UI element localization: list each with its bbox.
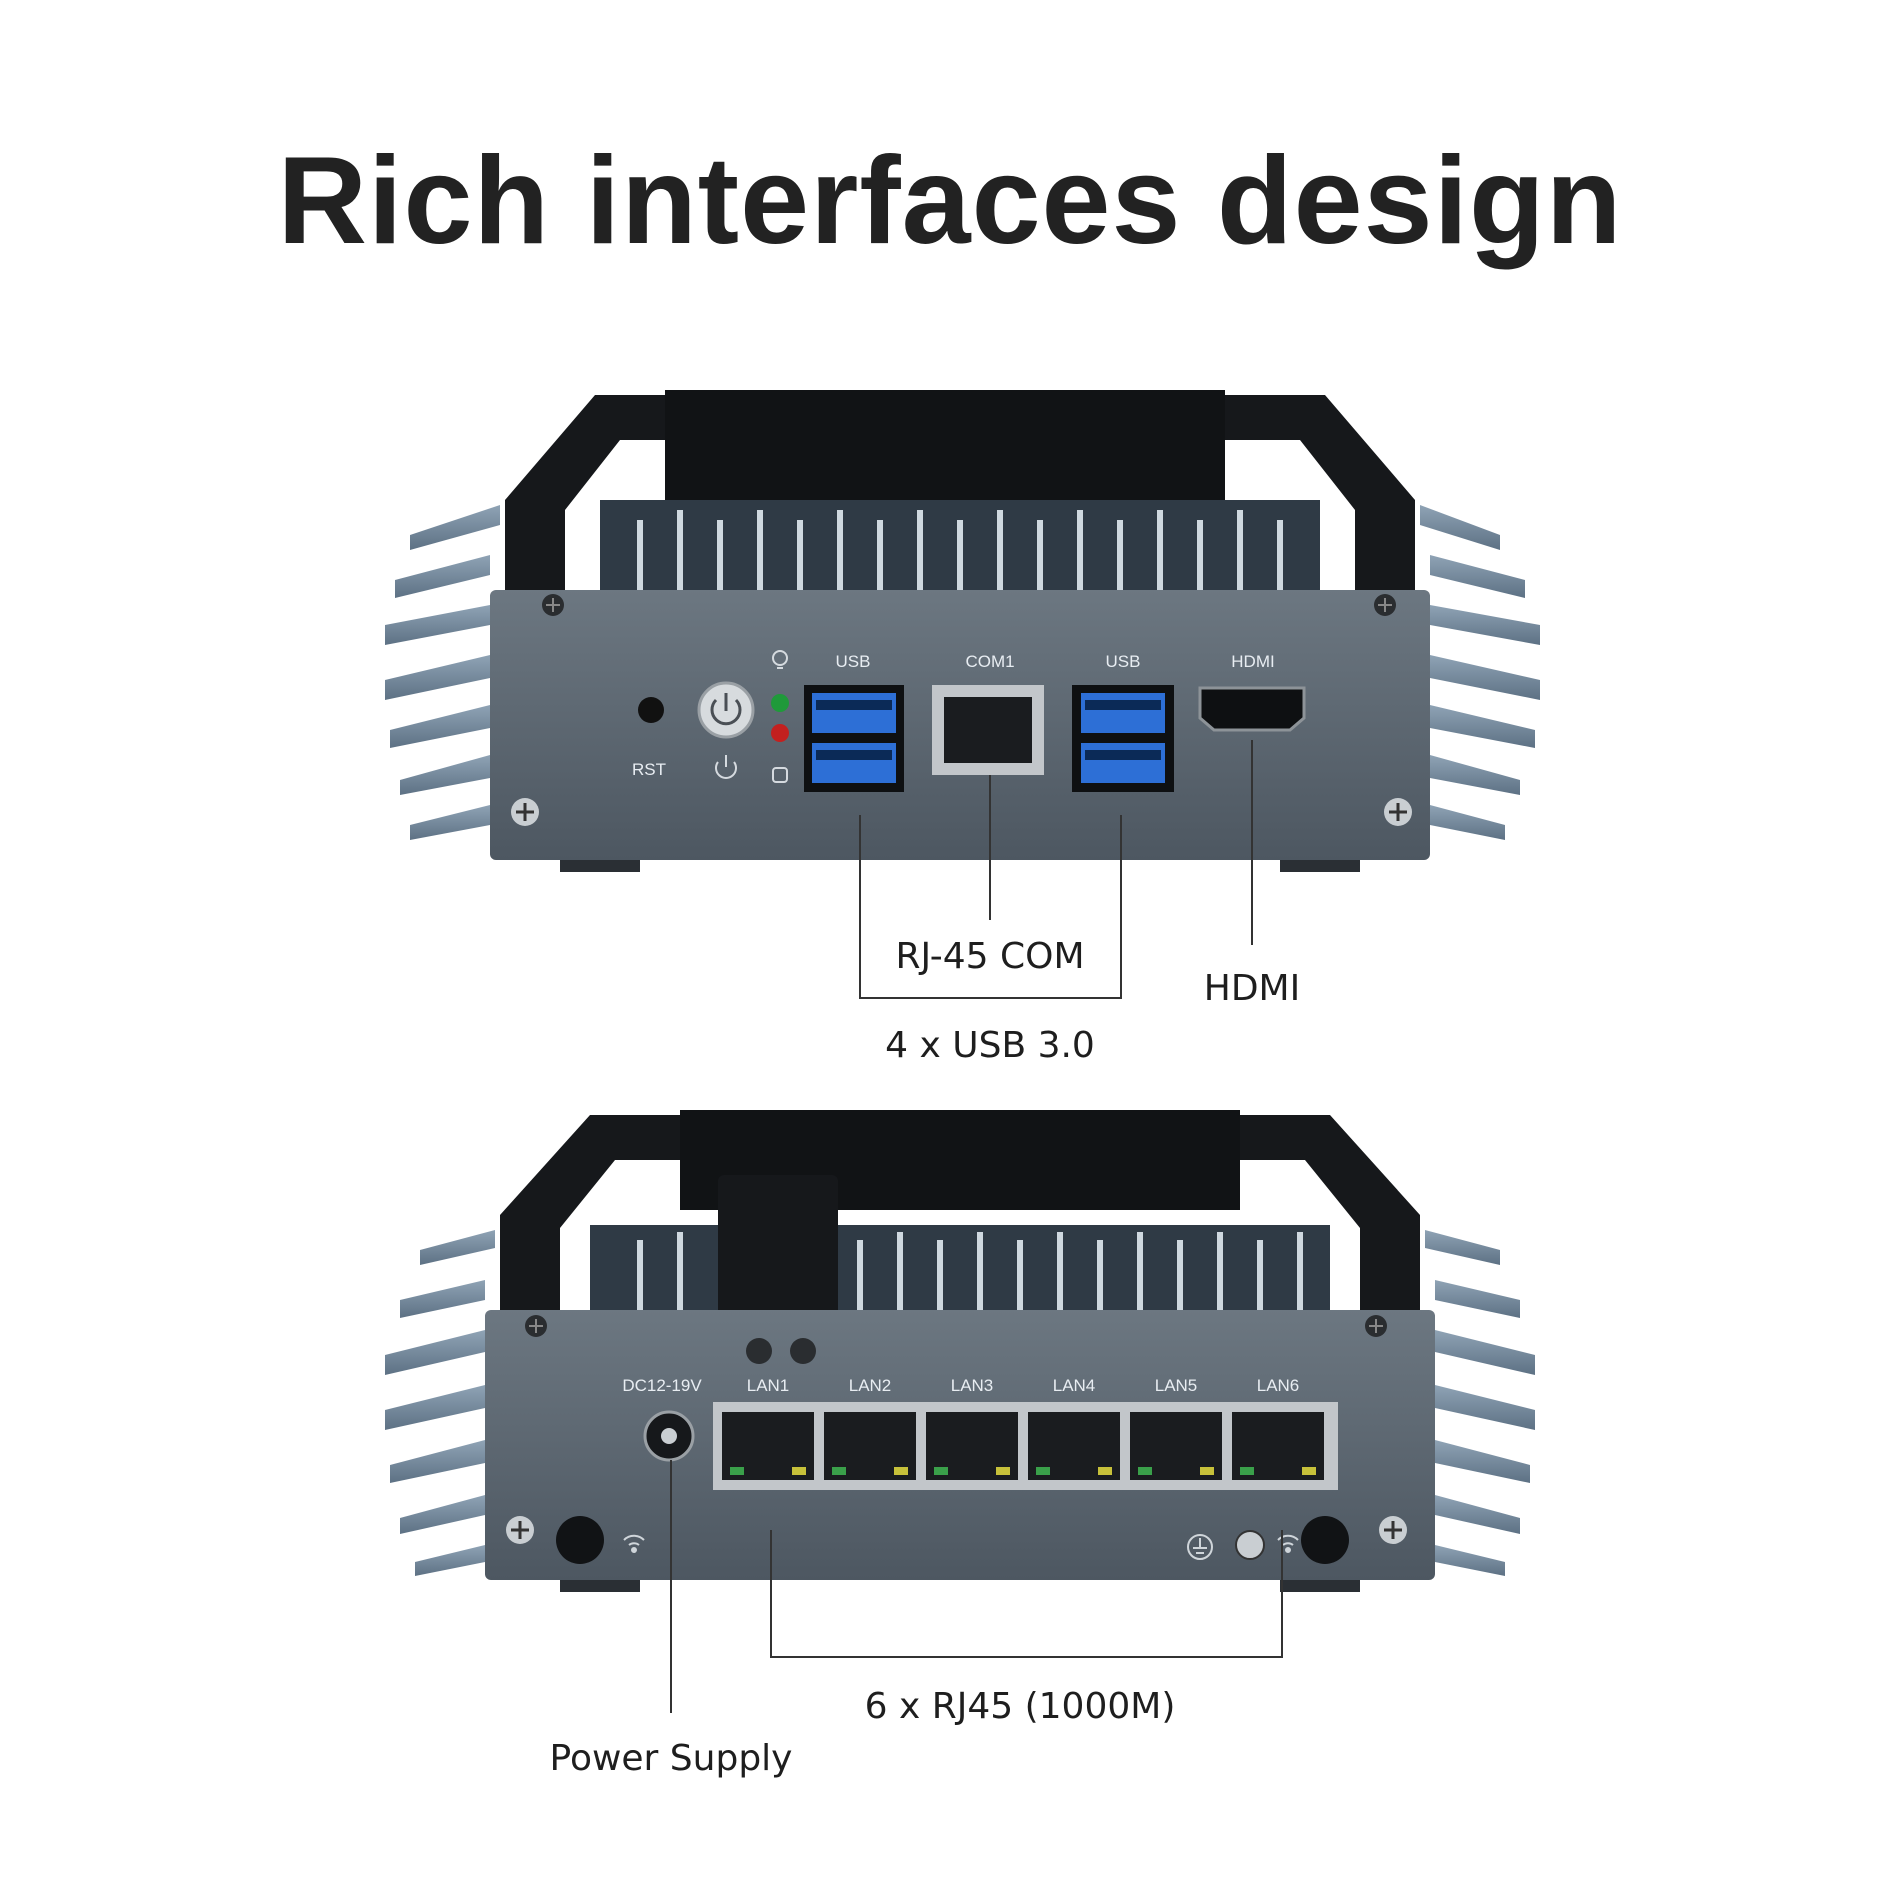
lan-port-2[interactable]	[824, 1412, 916, 1480]
screw-icon	[511, 798, 539, 826]
bulb-icon	[772, 650, 788, 669]
screw-icon	[1379, 1516, 1407, 1544]
front-callout-lines	[859, 740, 1253, 999]
screw-icon	[542, 594, 564, 616]
callout-rj45-lan: 6 x RJ45 (1000M)	[865, 1686, 1176, 1727]
lan-port-6[interactable]	[1232, 1412, 1324, 1480]
lan-label-4: LAN4	[1053, 1376, 1096, 1395]
callout-hdmi: HDMI	[1204, 968, 1300, 1009]
rear-device: DC12-19V LAN1 LAN2 LAN3 LAN4 LAN5 LAN6	[385, 1110, 1535, 1592]
ground-icon	[1187, 1534, 1213, 1560]
lan-label-3: LAN3	[951, 1376, 994, 1395]
usb-right-label: USB	[1106, 652, 1141, 671]
wifi-icon	[623, 1534, 645, 1553]
rear-heatsink	[590, 1225, 1330, 1315]
antenna-hole	[556, 1516, 604, 1564]
power-icon	[710, 693, 742, 726]
screw-icon	[746, 1338, 772, 1364]
led-green	[771, 694, 789, 712]
front-bracket-top	[665, 390, 1225, 500]
callout-rj45-com: RJ-45 COM	[895, 936, 1084, 977]
callout-power-supply: Power Supply	[550, 1738, 793, 1779]
screw-icon	[506, 1516, 534, 1544]
screw-icon	[1365, 1315, 1387, 1337]
rear-right-fins	[1425, 1230, 1535, 1576]
lan-label-5: LAN5	[1155, 1376, 1198, 1395]
front-heatsink-fins	[637, 510, 1283, 590]
front-left-fins	[385, 505, 500, 840]
rear-bracket	[500, 1115, 1420, 1360]
power-symbol-icon	[715, 755, 737, 779]
hdmi-port[interactable]	[1198, 686, 1306, 732]
lan-port-5[interactable]	[1130, 1412, 1222, 1480]
wifi-icon	[1277, 1534, 1299, 1553]
lan-label-2: LAN2	[849, 1376, 892, 1395]
rear-left-fins	[385, 1230, 495, 1576]
com1-label: COM1	[965, 652, 1014, 671]
screw-icon	[1374, 594, 1396, 616]
front-bracket	[505, 395, 1415, 640]
lan-label-6: LAN6	[1257, 1376, 1300, 1395]
screw-icon	[525, 1315, 547, 1337]
front-device: RST USB COM1 USB HDMI	[385, 390, 1540, 872]
page-title: Rich interfaces design	[277, 132, 1623, 270]
screw-icon	[790, 1338, 816, 1364]
hdmi-panel-label: HDMI	[1231, 652, 1274, 671]
usb-left-label: USB	[836, 652, 871, 671]
screw-icon	[1384, 798, 1412, 826]
reset-button[interactable]	[638, 697, 664, 723]
antenna-hole	[1301, 1516, 1349, 1564]
disk-icon	[772, 767, 788, 783]
dc-label: DC12-19V	[622, 1376, 702, 1395]
front-right-fins	[1420, 505, 1540, 840]
lan-label-1: LAN1	[747, 1376, 790, 1395]
lan-port-4[interactable]	[1028, 1412, 1120, 1480]
lan-port-3[interactable]	[926, 1412, 1018, 1480]
led-red	[771, 724, 789, 742]
rear-heatsink-fins	[637, 1232, 1303, 1315]
rst-label: RST	[632, 760, 666, 779]
ground-screw	[1235, 1530, 1265, 1560]
lan-port-1[interactable]	[722, 1412, 814, 1480]
callout-usb: 4 x USB 3.0	[885, 1025, 1095, 1066]
rear-callout-lines	[670, 1460, 1283, 1713]
